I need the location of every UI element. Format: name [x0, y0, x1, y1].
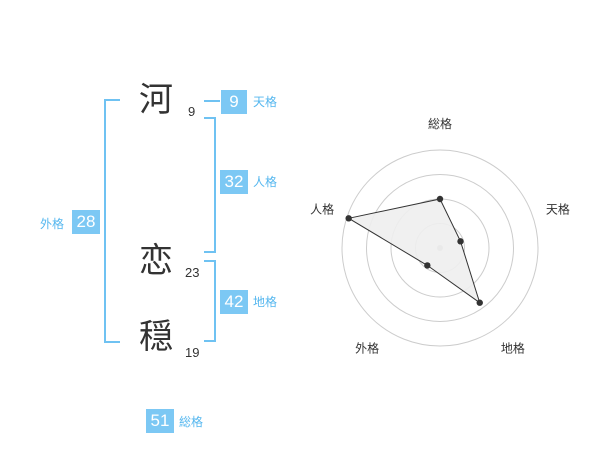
gaikaku-bracket [104, 99, 120, 343]
tenkaku-value: 9 [221, 90, 247, 114]
radar-axis-label-1: 総格 [428, 116, 452, 131]
tenkaku-connector [204, 100, 220, 102]
radar-point-5 [345, 215, 352, 222]
radar-grid-ring-4 [341, 149, 539, 347]
name-char-1: 河 [139, 80, 173, 120]
stroke-count-2: 23 [185, 265, 200, 280]
radar-grid-ring-3 [366, 174, 514, 322]
soukaku-label: 総格 [179, 415, 204, 429]
radar-series-polygon [347, 198, 481, 304]
radar-axis-label-5: 人格 [310, 202, 334, 217]
jinkaku-bracket [204, 117, 216, 253]
radar-point-1 [436, 195, 444, 203]
tenkaku-label: 天格 [253, 95, 278, 109]
stroke-count-1: 9 [188, 104, 196, 119]
jinkaku-label: 人格 [253, 175, 278, 189]
radar-axis-label-4: 外格 [355, 340, 379, 355]
jinkaku-value: 32 [220, 170, 248, 194]
radar-point-2 [457, 238, 464, 245]
gaikaku-value: 28 [72, 210, 100, 234]
soukaku-value: 51 [146, 409, 174, 433]
chikaku-bracket [204, 260, 216, 342]
chikaku-value: 42 [220, 290, 248, 314]
radar-axis-label-2: 天格 [546, 202, 570, 217]
radar-point-4 [424, 262, 431, 269]
chikaku-label: 地格 [253, 295, 278, 309]
radar-axis-label-3: 地格 [501, 340, 525, 355]
gaikaku-label: 外格 [40, 217, 65, 231]
radar-point-3 [476, 299, 483, 306]
name-char-3: 穏 [139, 317, 173, 357]
stroke-count-3: 19 [185, 345, 200, 360]
name-char-2: 恋 [139, 241, 173, 281]
